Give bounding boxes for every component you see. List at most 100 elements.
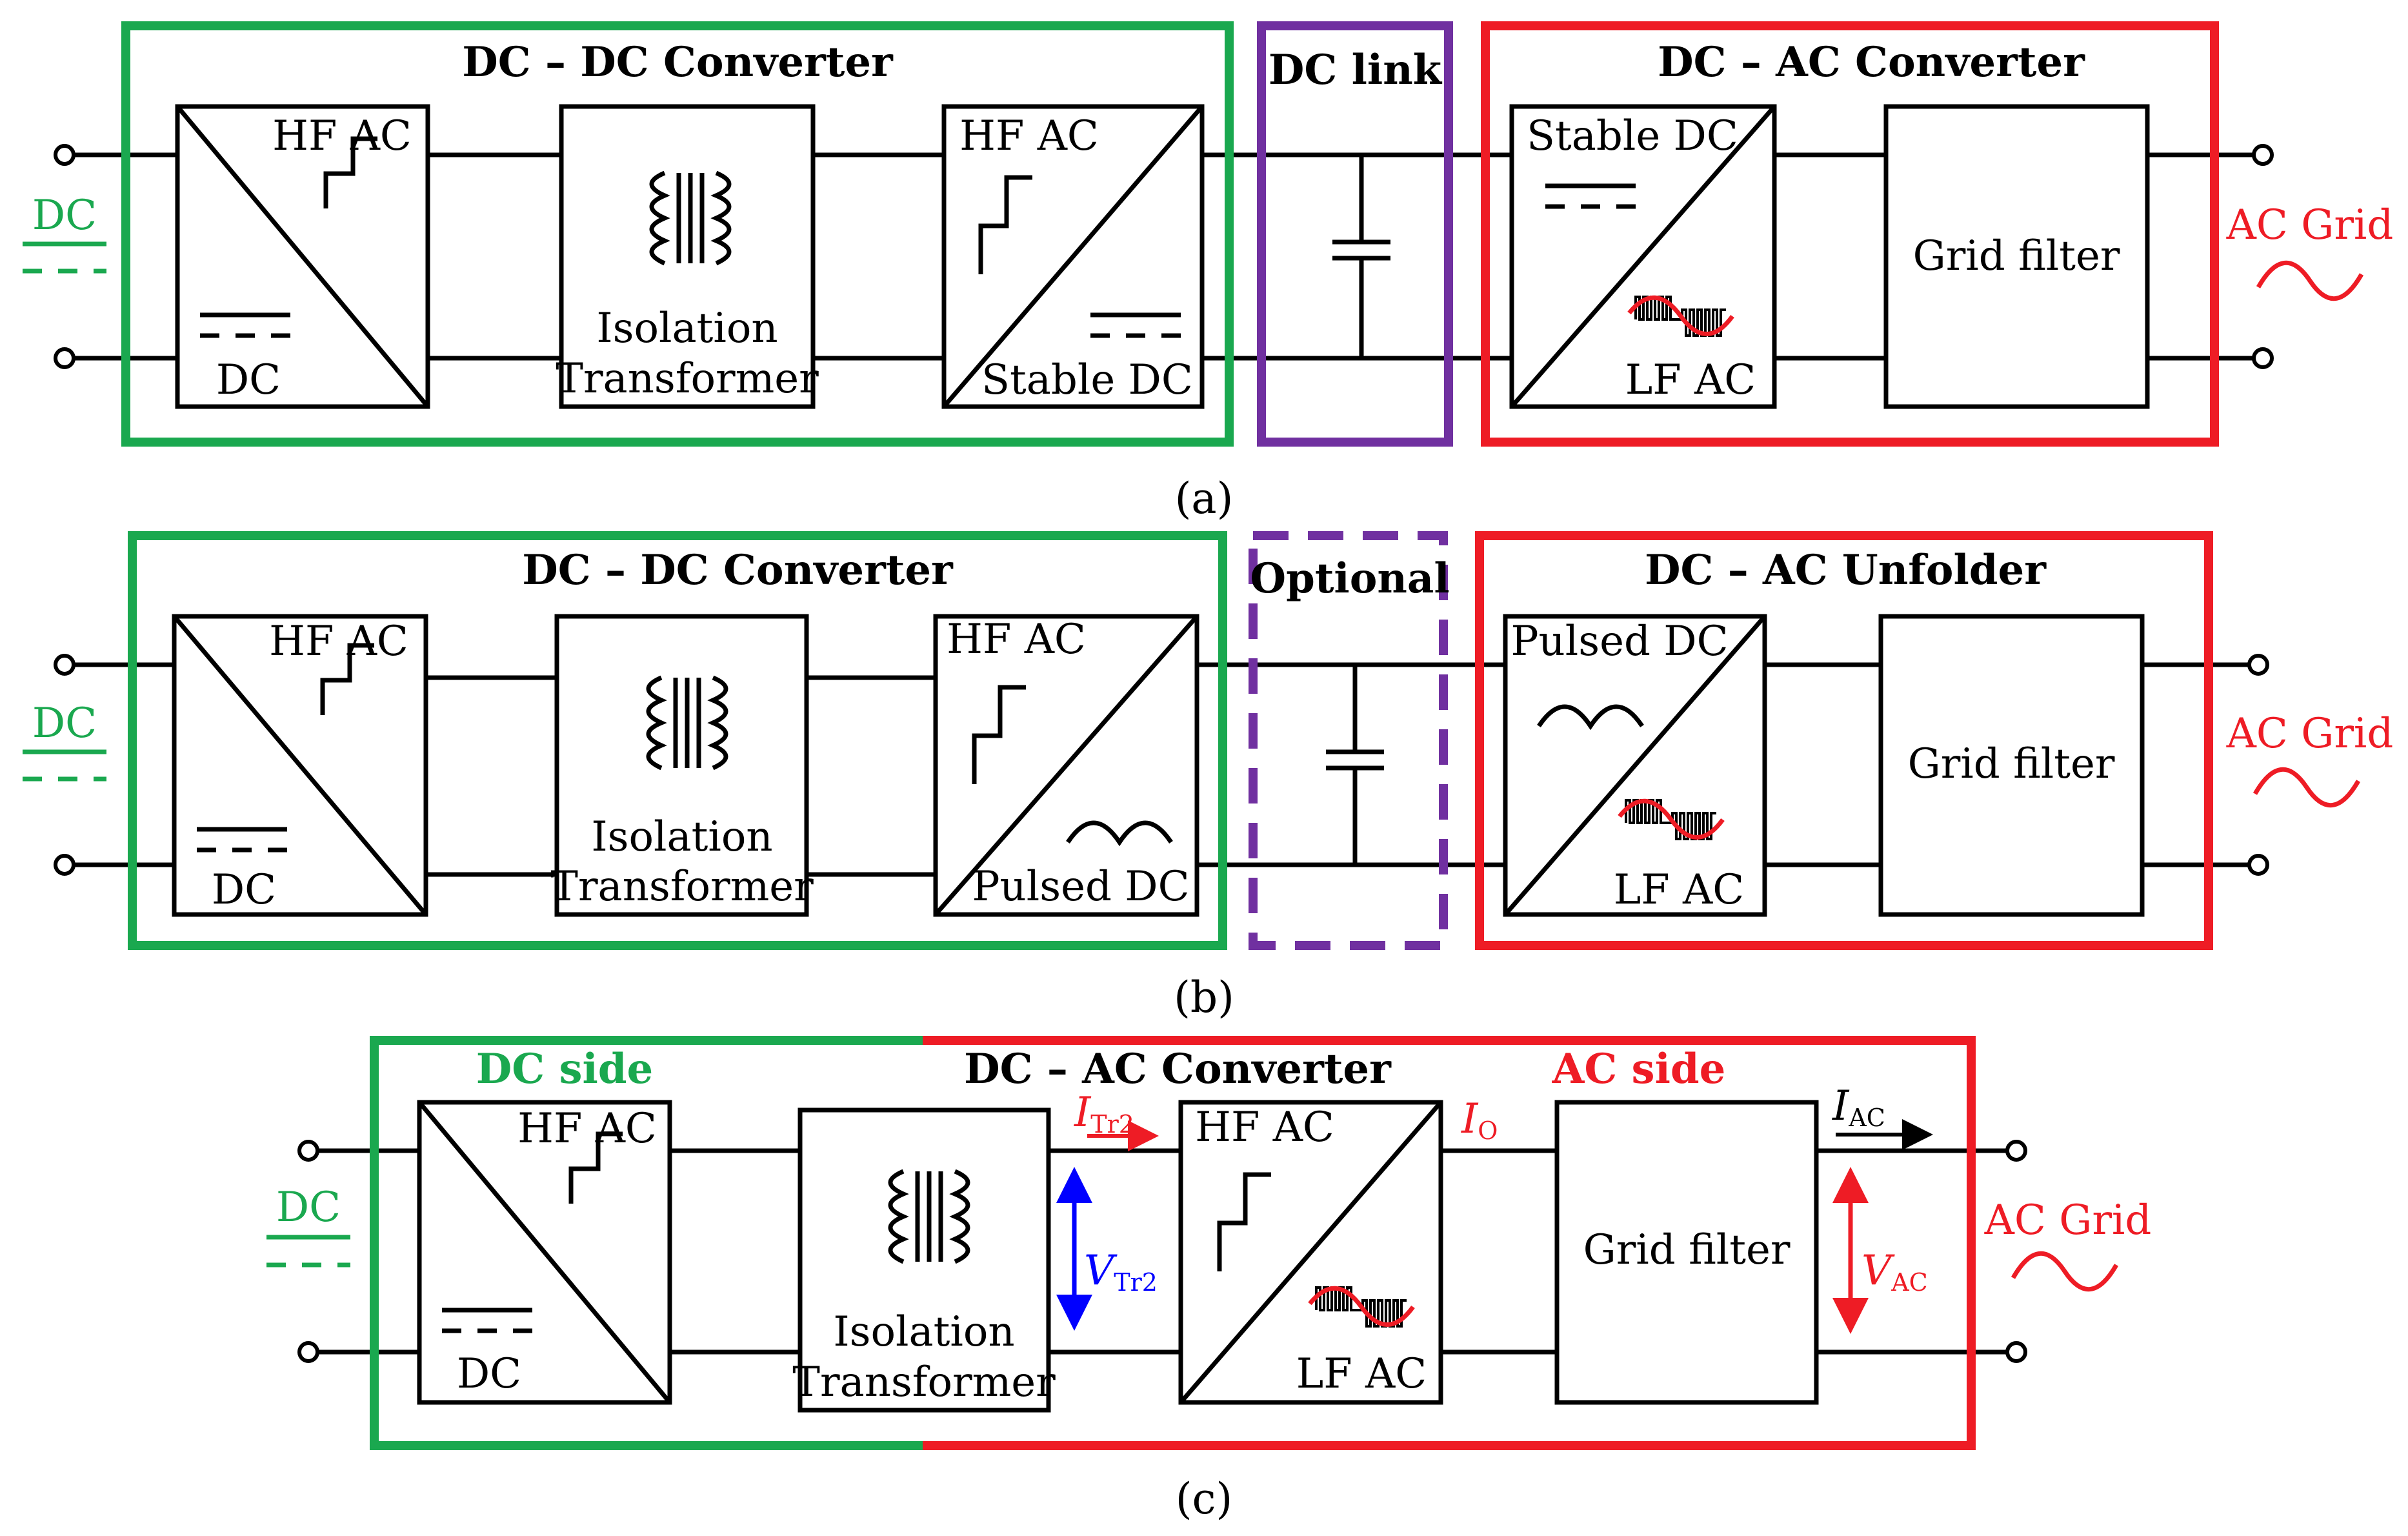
block1-top-a: HF AC — [272, 112, 412, 160]
block1-top-c: HF AC — [517, 1105, 657, 1153]
svg-text:ITr2: ITr2 — [1074, 1089, 1134, 1138]
caption-a: (a) — [1175, 474, 1234, 523]
dc-dc-group-a — [121, 21, 1234, 447]
dc-side-group-c — [370, 1036, 923, 1450]
input-label-b: DC — [32, 700, 97, 747]
input-label-c: DC — [276, 1184, 341, 1231]
output-label-b: AC Grid — [2226, 710, 2394, 758]
svg-text:VAC: VAC — [1861, 1247, 1928, 1297]
itr2-annotation: ITr2 — [1074, 1089, 1159, 1151]
caption-c: (c) — [1176, 1474, 1232, 1524]
ac-side-group-c — [923, 1036, 1976, 1450]
dc-side-title-c: DC side — [476, 1045, 654, 1093]
dc-dc-group-b — [128, 531, 1227, 950]
optional-title-b: Optional — [1250, 554, 1449, 603]
block-hfac-stabledc-a: HF AC Stable DC — [941, 104, 1205, 409]
itr2-symbol: I — [1074, 1089, 1092, 1137]
terminal-c-out-top — [2005, 1140, 2027, 1162]
wires-a — [65, 152, 2263, 361]
block3-bottom-b: Pulsed DC — [972, 863, 1189, 911]
svg-text:IO: IO — [1461, 1095, 1498, 1145]
terminal-b-out-top — [2247, 654, 2269, 676]
block-grid-filter-c: Grid filter — [1554, 1100, 1819, 1405]
block-transformer-c: Isolation Transformer — [792, 1107, 1056, 1413]
dc-dc-title-b: DC – DC Converter — [522, 546, 954, 594]
input-label-a: DC — [32, 192, 97, 239]
vac-subscript: AC — [1891, 1268, 1928, 1297]
block-transformer-a: Isolation Transformer — [556, 104, 819, 409]
block1-top-b: HF AC — [269, 618, 408, 665]
block-pulseddc-lfac-b: Pulsed DC LF AC — [1503, 614, 1767, 917]
io-annotation: IO — [1461, 1095, 1498, 1145]
block-dc-hfac-b: HF AC DC — [172, 614, 428, 917]
svg-text:IAC: IAC — [1832, 1082, 1885, 1132]
dc-link-title-a: DC link — [1269, 46, 1443, 94]
terminal-c-in-bottom — [297, 1341, 319, 1363]
terminal-a-in-top — [54, 144, 75, 166]
terminal-b-out-bottom — [2247, 854, 2269, 876]
block2-line2-c: Transformer — [792, 1359, 1056, 1406]
block2-line2-a: Transformer — [556, 355, 819, 403]
block-dc-hfac-a: HF AC DC — [175, 104, 430, 409]
block4-top-a: Stable DC — [1527, 112, 1738, 160]
iac-annotation: IAC — [1832, 1082, 1933, 1150]
wires-b — [65, 662, 2258, 877]
vtr2-symbol: V — [1084, 1247, 1118, 1295]
block4-top-b: Pulsed DC — [1510, 618, 1728, 665]
itr2-subscript: Tr2 — [1090, 1110, 1134, 1138]
block5-label-a: Grid filter — [1913, 232, 2120, 280]
optional-group-b — [1249, 531, 1448, 950]
converter-title-c: DC – AC Converter — [964, 1045, 1392, 1093]
caption-b: (b) — [1174, 973, 1234, 1022]
terminal-a-out-bottom — [2252, 347, 2274, 369]
output-label-a: AC Grid — [2226, 201, 2394, 249]
block1-bottom-a: DC — [216, 356, 281, 404]
output-label-c: AC Grid — [1984, 1197, 2152, 1244]
vtr2-annotation: VTr2 — [1056, 1167, 1158, 1331]
block4-label-c: Grid filter — [1583, 1226, 1791, 1274]
io-symbol: I — [1461, 1095, 1479, 1143]
vac-annotation: VAC — [1832, 1167, 1928, 1334]
panel-b: DC – DC Converter Optional DC – AC Unfol… — [23, 531, 2394, 1022]
block-grid-filter-a: Grid filter — [1883, 104, 2150, 409]
terminal-c-in-top — [297, 1140, 319, 1162]
block-stabledc-lfac-a: Stable DC LF AC — [1509, 104, 1777, 409]
iac-subscript: AC — [1848, 1104, 1885, 1132]
io-subscript: O — [1478, 1117, 1498, 1145]
block2-line1-a: Isolation — [596, 305, 778, 352]
dc-ac-title-b: DC – AC Unfolder — [1645, 546, 2047, 594]
block2-line1-c: Isolation — [833, 1308, 1014, 1356]
terminal-b-in-bottom — [54, 854, 75, 876]
block4-bottom-a: LF AC — [1625, 356, 1756, 404]
iac-symbol: I — [1832, 1082, 1850, 1130]
block-dc-hfac-c: HF AC DC — [417, 1100, 672, 1405]
panel-a: DC – DC Converter DC link DC – AC Conver… — [23, 21, 2394, 523]
block2-line2-b: Transformer — [550, 863, 814, 911]
block3-bottom-a: Stable DC — [981, 356, 1193, 404]
terminal-c-out-bottom — [2005, 1341, 2027, 1363]
dc-link-group-a — [1257, 21, 1453, 447]
block-transformer-b: Isolation Transformer — [550, 614, 814, 917]
block1-bottom-b: DC — [212, 866, 276, 914]
block-grid-filter-b: Grid filter — [1878, 614, 2145, 917]
terminal-a-in-bottom — [54, 347, 75, 369]
block3-top-c: HF AC — [1195, 1104, 1334, 1151]
vac-symbol: V — [1861, 1247, 1895, 1295]
terminal-a-out-top — [2252, 144, 2274, 166]
svg-text:VTr2: VTr2 — [1084, 1247, 1158, 1297]
block-hfac-pulseddc-b: HF AC Pulsed DC — [933, 614, 1199, 917]
block1-bottom-c: DC — [457, 1350, 521, 1398]
terminal-b-in-top — [54, 654, 75, 676]
block3-top-b: HF AC — [947, 616, 1086, 663]
ac-side-title-c: AC side — [1552, 1045, 1726, 1093]
block4-bottom-b: LF AC — [1614, 866, 1744, 914]
dc-dc-title-a: DC – DC Converter — [462, 38, 894, 86]
dc-ac-group-b — [1475, 531, 2213, 950]
block-hfac-lfac-c: HF AC LF AC — [1178, 1100, 1443, 1405]
dc-ac-title-a: DC – AC Converter — [1658, 38, 2085, 86]
vtr2-subscript: Tr2 — [1114, 1268, 1158, 1297]
block3-top-a: HF AC — [959, 112, 1099, 160]
dc-ac-group-a — [1481, 21, 2219, 447]
panel-c: DC side DC – AC Converter AC side DC AC … — [266, 1036, 2152, 1524]
